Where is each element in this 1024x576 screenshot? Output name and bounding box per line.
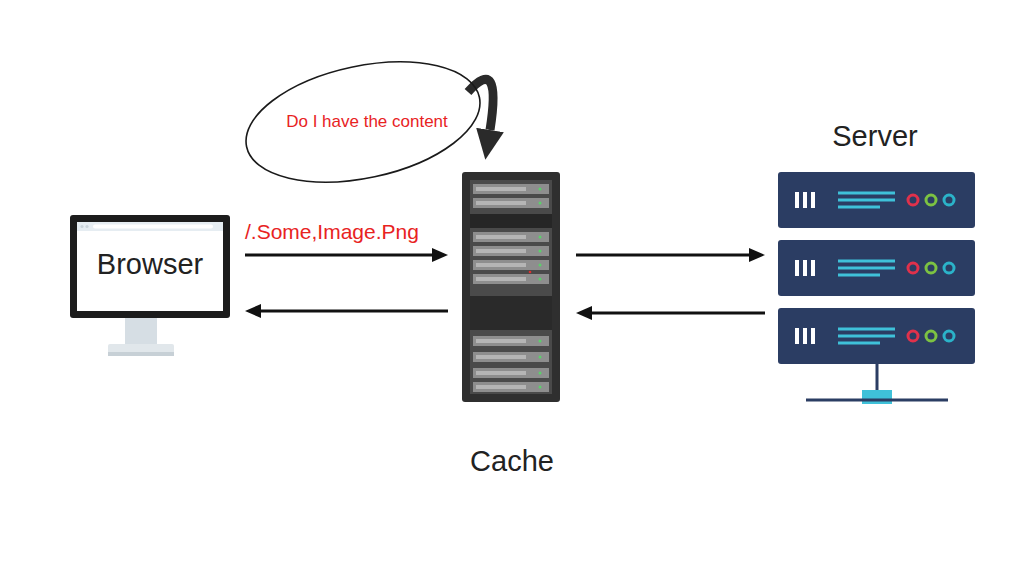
server-rack-part [876, 364, 879, 392]
drive-bays-part [473, 260, 549, 270]
node-label: Cache [470, 445, 554, 478]
drive-bays-part [476, 249, 526, 253]
server-rack-part-part [811, 260, 815, 276]
monitor-icon-part [125, 318, 157, 346]
server-rack-part-part [838, 206, 880, 209]
drive-bays-part [539, 264, 542, 267]
monitor-icon-part [108, 344, 174, 356]
server-rack-part-part [838, 267, 895, 270]
drive-bays-part [476, 201, 526, 205]
flow-arrow [261, 310, 448, 313]
node-label: Server [832, 120, 917, 153]
cache-tower-part [529, 271, 532, 274]
drive-bays-part [539, 356, 542, 359]
server-rack-part-part [838, 342, 880, 345]
server-rack-part-part [803, 260, 807, 276]
server-rack-part-part [795, 328, 799, 344]
drive-bays-part [473, 184, 549, 194]
server-rack-part-part [944, 331, 954, 341]
monitor-icon-part [80, 225, 83, 228]
server-stack: Server [765, 118, 985, 408]
server-rack-part-part [838, 260, 895, 263]
drive-bays-part [473, 246, 549, 256]
drive-bays-part [476, 277, 526, 281]
drive-bays-part [539, 202, 542, 205]
server-rack-part-part [778, 308, 975, 364]
cache-tower-part [470, 296, 552, 330]
cache-tower-part [470, 180, 552, 394]
server-rack-part-part [811, 328, 815, 344]
cache-server: Cache [448, 160, 576, 480]
drive-bays-part [473, 368, 549, 378]
server-rack-part-part [795, 260, 799, 276]
drive-bays-part [539, 278, 542, 281]
server-rack-part [778, 172, 975, 364]
drive-bays-part [473, 336, 549, 346]
server-rack-part [862, 390, 892, 404]
server-rack-part-part [944, 195, 954, 205]
drive-bays-part [476, 263, 526, 267]
server-rack-part-part [778, 240, 975, 296]
server-rack-part-part [838, 274, 880, 277]
server-rack-part-part [838, 335, 895, 338]
node-label: Do I have the content [286, 112, 448, 132]
flow-arrow [592, 312, 765, 315]
server-rack-part-part [838, 328, 895, 331]
server-rack-part-part [926, 331, 936, 341]
drive-bays-part [476, 339, 526, 343]
cache-tower-part [470, 214, 552, 228]
monitor-icon-part [85, 225, 88, 228]
monitor-icon-part [77, 222, 223, 311]
drive-bays-part [476, 187, 526, 191]
drive-bays-part [539, 386, 542, 389]
server-rack-part-part [926, 263, 936, 273]
drive-bays-part [539, 250, 542, 253]
server-rack-part-part [838, 192, 895, 195]
drive-bays-part [476, 355, 526, 359]
server-rack-part-part [811, 192, 815, 208]
server-rack-part-part [795, 192, 799, 208]
drive-bays-part [473, 198, 549, 208]
monitor-icon-part [93, 225, 213, 229]
thought-bubble: Do I have the content [236, 52, 490, 192]
monitor-icon [70, 215, 230, 356]
browser-monitor: Browser [70, 215, 245, 318]
server-rack-part [806, 399, 948, 402]
server-rack-part-part [803, 328, 807, 344]
request-path: /.Some,Image.Png [243, 220, 421, 244]
server-rack-part-part [778, 172, 975, 228]
server-rack-part-part [908, 331, 918, 341]
drive-bays-part [473, 232, 549, 242]
monitor-icon-part [70, 215, 230, 318]
drive-bays-part [539, 340, 542, 343]
server-rack-part-part [838, 199, 895, 202]
server-rack-part-part [908, 263, 918, 273]
cache-tower [462, 172, 560, 402]
node-label: Browser [97, 248, 203, 281]
server-rack-part-part [944, 263, 954, 273]
drive-bays-part [473, 274, 549, 284]
drive-bays-part [473, 352, 549, 362]
flow-arrow [245, 254, 432, 257]
drive-bays-part [476, 235, 526, 239]
cache-tower-part [462, 172, 560, 402]
monitor-icon-part [77, 222, 223, 231]
drive-bays-part [539, 372, 542, 375]
drive-bays-part [539, 236, 542, 239]
drive-bays-part [476, 385, 526, 389]
server-rack [778, 172, 975, 404]
server-rack-part-part [926, 195, 936, 205]
oval-line [236, 52, 490, 192]
drive-bays-part [539, 188, 542, 191]
monitor-icon-part [108, 352, 174, 356]
server-rack-part-part [908, 195, 918, 205]
drive-bays-part [476, 371, 526, 375]
drive-bays-part [473, 382, 549, 392]
server-rack-part-part [803, 192, 807, 208]
flow-arrow [576, 254, 749, 257]
